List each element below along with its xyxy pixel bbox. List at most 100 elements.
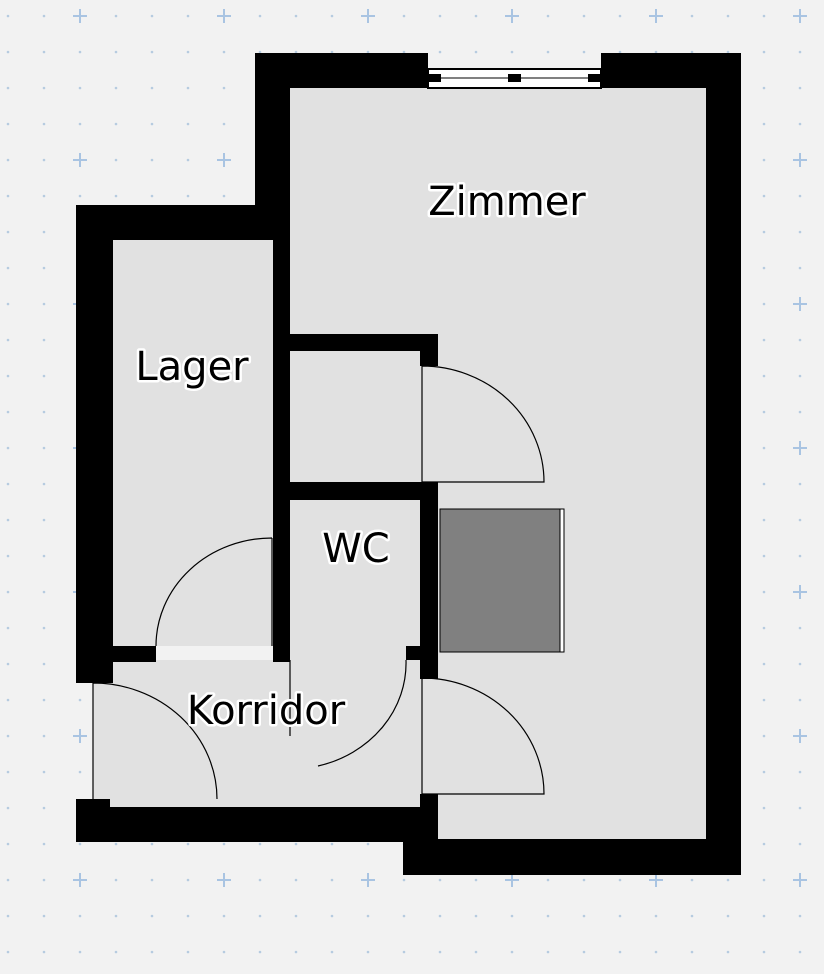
door-zimmer — [421, 677, 545, 795]
grid-dot — [798, 374, 802, 378]
wall-korridor-left-stub — [76, 660, 110, 683]
wall-wc-left-lower — [273, 537, 290, 662]
grid-dot — [726, 878, 730, 882]
grid-dot — [762, 626, 766, 630]
grid-dot — [402, 14, 406, 18]
grid-dot — [78, 950, 82, 954]
grid-dot — [42, 266, 46, 270]
wall-closet-top — [290, 334, 438, 351]
grid-dot — [762, 554, 766, 558]
floor-areas — [93, 88, 706, 839]
grid-dot — [222, 914, 226, 918]
grid-dot — [6, 878, 10, 882]
grid-dot — [762, 662, 766, 666]
grid-dot — [762, 122, 766, 126]
grid-dot — [762, 194, 766, 198]
grid-dot — [798, 806, 802, 810]
grid-dot — [798, 482, 802, 486]
grid-dot — [6, 14, 10, 18]
grid-dot — [798, 50, 802, 54]
grid-dot — [186, 878, 190, 882]
grid-dot — [42, 446, 46, 450]
grid-dot — [42, 662, 46, 666]
wall-lager-right — [273, 205, 290, 537]
grid-dot — [42, 950, 46, 954]
grid-dot — [42, 86, 46, 90]
grid-dot — [366, 842, 370, 846]
grid-dot — [582, 50, 586, 54]
grid-dot — [762, 842, 766, 846]
grid-dot — [690, 950, 694, 954]
grid-dot — [510, 914, 514, 918]
grid-dot — [6, 770, 10, 774]
grid-dot — [6, 410, 10, 414]
floor-wc — [290, 500, 420, 652]
door-entrance — [92, 682, 218, 800]
grid-dot — [762, 482, 766, 486]
window-mullion — [508, 74, 521, 82]
room-label-lager: Lager — [135, 344, 249, 390]
grid-dot — [258, 950, 262, 954]
grid-dot — [6, 302, 10, 306]
door-lager — [155, 537, 273, 647]
grid-dot — [78, 698, 82, 702]
grid-dot — [798, 626, 802, 630]
door-wc — [289, 659, 407, 767]
grid-dot — [186, 194, 190, 198]
wall-wc-top — [273, 482, 438, 500]
grid-dot — [42, 590, 46, 594]
grid-dot — [654, 914, 658, 918]
grid-dot — [366, 950, 370, 954]
window-mullion — [588, 74, 601, 82]
grid-dot — [762, 338, 766, 342]
grid-dot — [402, 950, 406, 954]
wall-lager-bottom — [110, 646, 156, 662]
grid-dot — [330, 878, 334, 882]
grid-dot — [42, 806, 46, 810]
grid-dot — [114, 50, 118, 54]
grid-dot — [6, 338, 10, 342]
grid-dot — [762, 518, 766, 522]
grid-dot — [762, 410, 766, 414]
grid-dot — [510, 950, 514, 954]
grid-dot — [618, 914, 622, 918]
grid-dot — [78, 50, 82, 54]
grid-dot — [78, 842, 82, 846]
grid-dot — [366, 914, 370, 918]
grid-dot — [78, 122, 82, 126]
grid-dot — [186, 50, 190, 54]
grid-dot — [6, 50, 10, 54]
wall-bottom-jamb — [420, 794, 438, 875]
grid-dot — [618, 950, 622, 954]
grid-dot — [42, 158, 46, 162]
floor-lager — [113, 240, 273, 646]
grid-dot — [474, 878, 478, 882]
wall-bottom-right — [403, 839, 741, 875]
grid-dot — [42, 410, 46, 414]
grid-dot — [6, 914, 10, 918]
grid-dot — [438, 50, 442, 54]
grid-dot — [618, 878, 622, 882]
grid-dot — [762, 158, 766, 162]
grid-dot — [150, 158, 154, 162]
grid-dot — [114, 842, 118, 846]
grid-dot — [798, 230, 802, 234]
grid-dot — [114, 914, 118, 918]
grid-dot — [762, 50, 766, 54]
grid-dot — [42, 230, 46, 234]
grid-dot — [762, 266, 766, 270]
grid-dot — [6, 374, 10, 378]
grid-dot — [42, 626, 46, 630]
grid-dot — [6, 590, 10, 594]
grid-dot — [474, 950, 478, 954]
grid-dot — [330, 14, 334, 18]
grid-dot — [114, 194, 118, 198]
grid-dot — [798, 518, 802, 522]
grid-dot — [762, 374, 766, 378]
grid-dot — [330, 950, 334, 954]
grid-dot — [726, 914, 730, 918]
grid-dot — [402, 878, 406, 882]
grid-dot — [366, 50, 370, 54]
grid-dot — [582, 950, 586, 954]
grid-dot — [150, 950, 154, 954]
